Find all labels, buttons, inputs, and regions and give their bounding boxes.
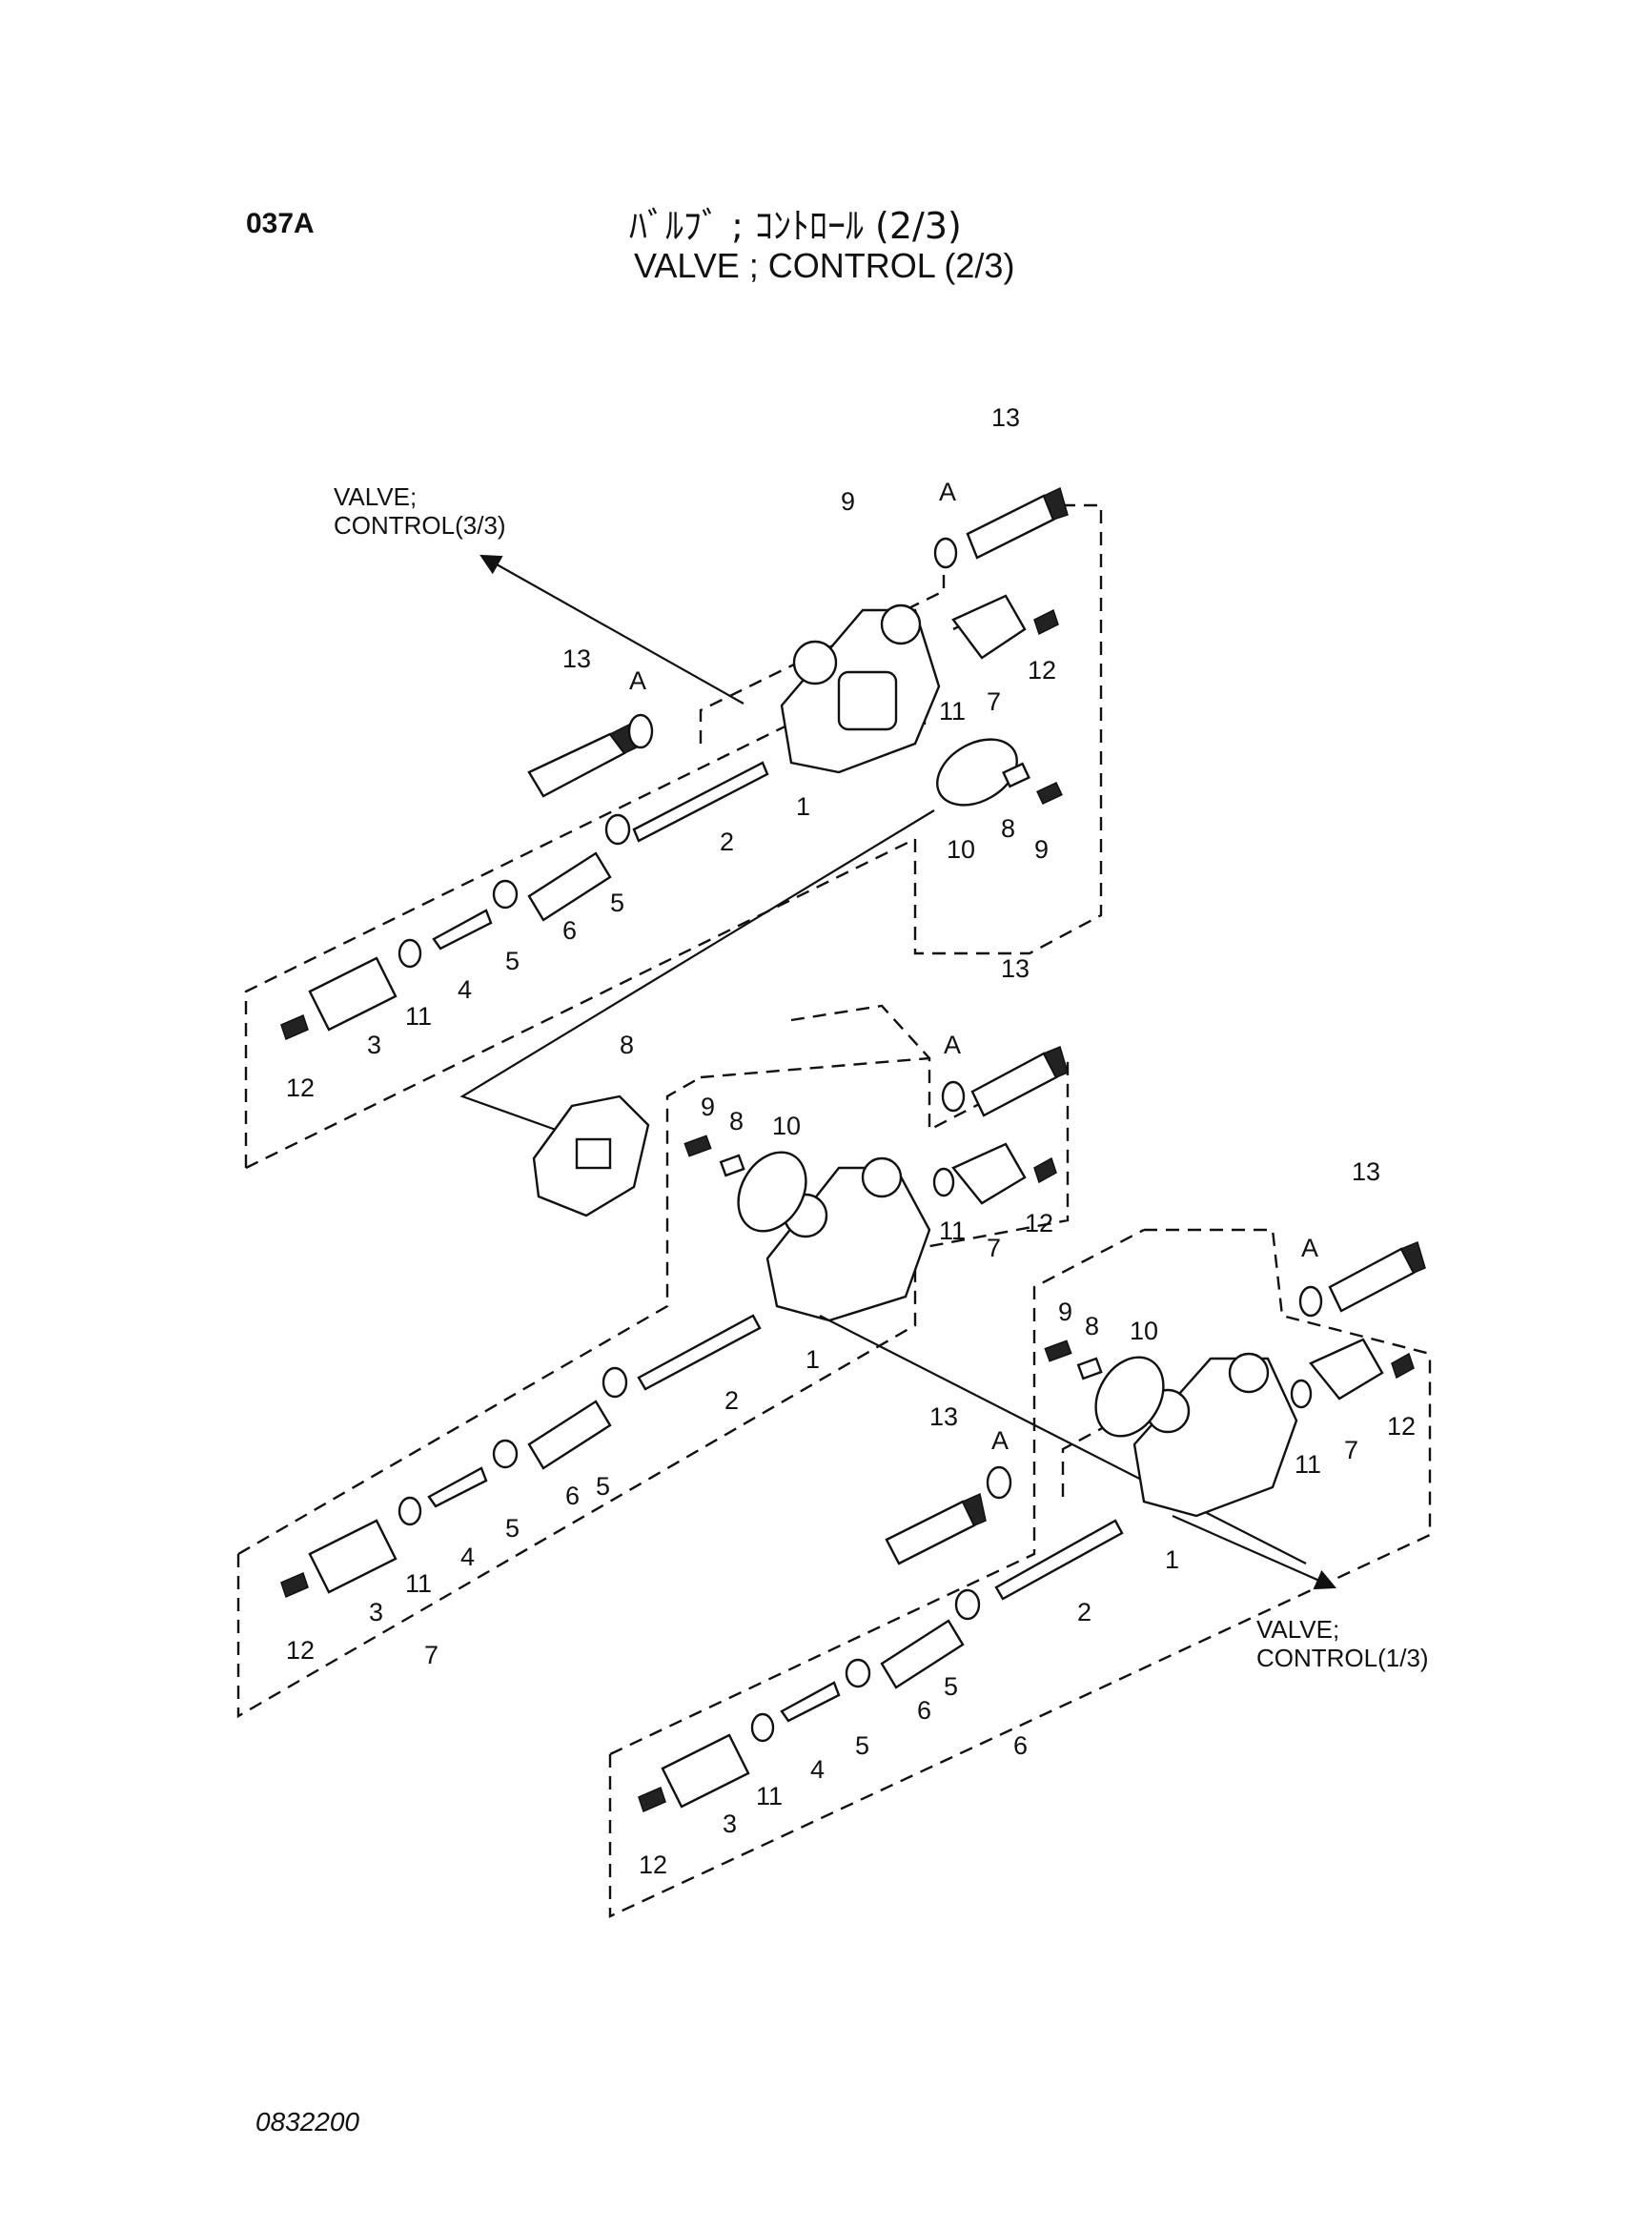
label-1: 1 (806, 1345, 820, 1374)
label-7: 7 (987, 687, 1001, 716)
document-number: 0832200 (255, 2107, 360, 2137)
ref-bottom-line1: VALVE; (1256, 1615, 1339, 1644)
label-4: 4 (460, 1543, 475, 1571)
label-11: 11 (939, 1217, 966, 1245)
label-12: 12 (286, 1636, 315, 1665)
label-1: 1 (796, 792, 810, 821)
label-12: 12 (639, 1851, 667, 1879)
label-A: A (939, 478, 956, 506)
label-12: 12 (286, 1074, 315, 1102)
section-top: VALVE; CONTROL(3/3) (244, 403, 1103, 1170)
label-11: 11 (1295, 1450, 1321, 1479)
label-7: 7 (1344, 1436, 1358, 1464)
label-7: 7 (987, 1234, 1001, 1262)
label-11: 11 (756, 1782, 783, 1810)
label-6: 6 (562, 916, 577, 945)
label-8: 8 (1001, 814, 1015, 843)
label-12: 12 (1025, 1209, 1053, 1237)
label-2: 2 (724, 1386, 739, 1415)
label-5: 5 (855, 1731, 869, 1760)
label-4: 4 (810, 1755, 825, 1784)
label-4: 4 (458, 975, 472, 1004)
label-13: 13 (1001, 954, 1030, 983)
label-6: 6 (565, 1482, 580, 1510)
ref-bottom-line2: CONTROL(1/3) (1256, 1644, 1429, 1672)
ref-top-line2: CONTROL(3/3) (334, 511, 506, 540)
label-11: 11 (405, 1002, 432, 1031)
label-3: 3 (367, 1031, 381, 1059)
label-5: 5 (505, 1514, 520, 1543)
label-3: 3 (369, 1598, 383, 1626)
page-code: 037A (246, 208, 315, 239)
section-middle: 8 13 A 9 8 10 12 7 11 1 2 5 6 5 4 11 3 1… (236, 954, 1307, 1719)
label-9: 9 (1058, 1298, 1072, 1326)
label-5: 5 (596, 1472, 610, 1501)
label-1: 1 (1165, 1545, 1179, 1574)
label-13: 13 (991, 403, 1020, 432)
label-9: 9 (841, 487, 855, 516)
label-5: 5 (505, 947, 520, 975)
label-10: 10 (947, 835, 975, 864)
label-2: 2 (1077, 1598, 1091, 1626)
label-8: 8 (620, 1031, 634, 1059)
label-A: A (629, 666, 646, 695)
label-13: 13 (562, 644, 591, 673)
label-13: 13 (929, 1402, 958, 1431)
label-12: 12 (1028, 656, 1056, 685)
label-A: A (991, 1426, 1009, 1455)
title-japanese: ﾊﾞﾙﾌﾞ ; ｺﾝﾄﾛｰﾙ (2/3) (629, 205, 962, 247)
label-8: 8 (1085, 1312, 1099, 1340)
section-bottom: VALVE; CONTROL(1/3) 13 (608, 1157, 1432, 1918)
label-10: 10 (1130, 1317, 1158, 1345)
label-11: 11 (405, 1569, 432, 1598)
title-english: VALVE ; CONTROL (2/3) (634, 246, 1015, 285)
label-2: 2 (720, 828, 734, 856)
label-8: 8 (729, 1107, 744, 1135)
label-9: 9 (1034, 835, 1049, 864)
label-11: 11 (939, 697, 966, 726)
label-5: 5 (944, 1672, 958, 1701)
label-3: 3 (723, 1810, 737, 1838)
label-9: 9 (701, 1093, 715, 1121)
label-13: 13 (1352, 1157, 1380, 1186)
label-A: A (944, 1031, 961, 1059)
label-12: 12 (1387, 1412, 1416, 1441)
label-10: 10 (772, 1112, 801, 1140)
label-5: 5 (610, 889, 624, 917)
label-6: 6 (1013, 1731, 1028, 1760)
label-6: 6 (917, 1696, 931, 1725)
ref-top-line1: VALVE; (334, 482, 417, 511)
label-A: A (1301, 1234, 1318, 1262)
label-7: 7 (424, 1641, 438, 1669)
